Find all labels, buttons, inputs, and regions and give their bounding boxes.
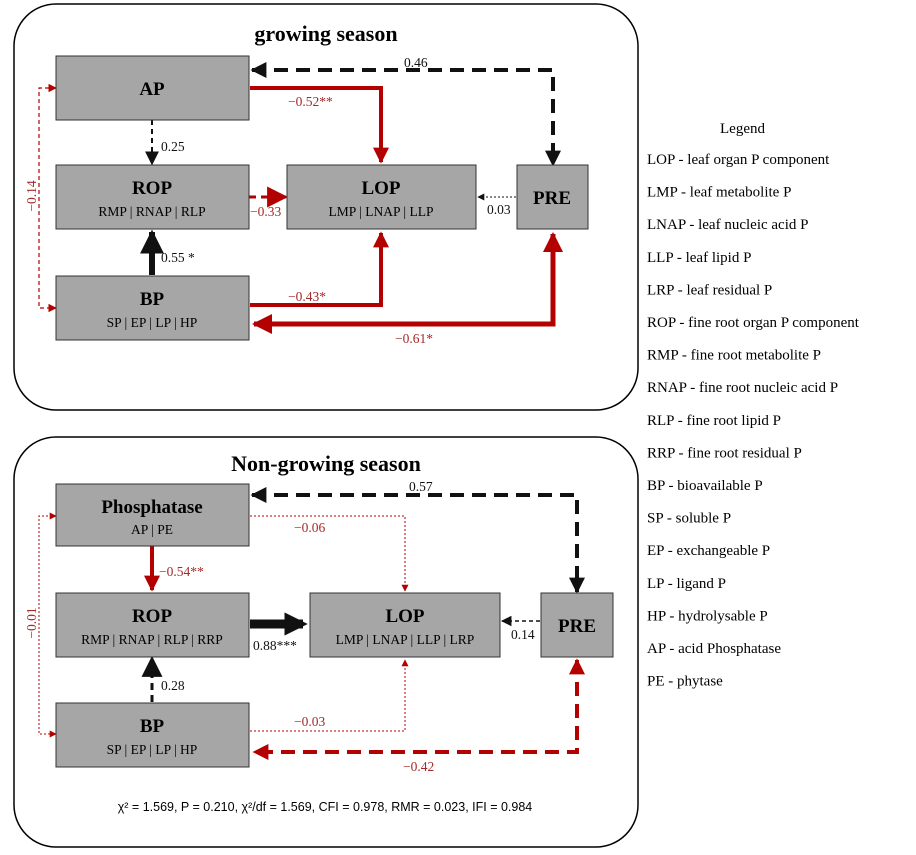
box-pre: PRE <box>540 592 614 658</box>
label-bp-rop: 0.28 <box>161 678 185 693</box>
panel-frame <box>13 3 639 411</box>
box-pre-title: PRE <box>533 188 571 209</box>
label-bp-lop: −0.43* <box>288 289 326 304</box>
label-ap-bp: −0.14 <box>24 180 39 211</box>
arrow-phosphatase-lop <box>250 515 409 592</box>
legend-item: RLP - fine root lipid P <box>647 413 781 429</box>
legend-item: RMP - fine root metabolite P <box>647 348 821 364</box>
legend-item: ROP - fine root organ P component <box>647 315 860 331</box>
box-pre-title: PRE <box>558 616 596 637</box>
legend-item: LRP - leaf residual P <box>647 282 772 298</box>
box-rop-title: ROP <box>132 178 173 199</box>
label-bp-rop: 0.55 * <box>161 250 195 265</box>
box-rop: ROP RMP | RNAP | RLP <box>55 164 250 230</box>
box-rop: ROP RMP | RNAP | RLP | RRP <box>55 592 250 658</box>
legend-item: HP - hydrolysable P <box>647 608 768 624</box>
legend-item: RRP - fine root residual P <box>647 445 802 461</box>
legend-item: LMP - leaf metabolite P <box>647 185 791 201</box>
legend-item: BP - bioavailable P <box>647 478 763 494</box>
box-phosphatase: Phosphatase AP | PE <box>55 483 250 547</box>
legend-item: SP - soluble P <box>647 511 731 527</box>
box-rop-sub: RMP | RNAP | RLP | RRP <box>81 632 223 647</box>
box-bp-title: BP <box>140 289 165 310</box>
arrow-bp-lop <box>250 659 409 732</box>
label-ap-rop: 0.25 <box>161 139 185 154</box>
box-lop-sub: LMP | LNAP | LLP <box>329 204 434 219</box>
legend-item: LLP - leaf lipid P <box>647 250 751 266</box>
label-bp-lop: −0.03 <box>294 714 325 729</box>
panel-title: growing season <box>254 21 397 46</box>
box-lop: LOP LMP | LNAP | LLP <box>286 164 477 230</box>
box-bp-sub: SP | EP | LP | HP <box>107 742 198 757</box>
nongrowing-season-panel: Non-growing season Phosphatase AP | PE R… <box>13 436 639 848</box>
box-lop-sub: LMP | LNAP | LLP | LRP <box>336 632 475 647</box>
box-phosphatase-title: Phosphatase <box>101 497 202 518</box>
model-fit-statistics: χ² = 1.569, P = 0.210, χ²/df = 1.569, CF… <box>118 800 533 814</box>
label-pre-phosphatase: 0.57 <box>409 479 433 494</box>
panel-frame <box>13 436 639 848</box>
legend-item: PE - phytase <box>647 674 723 690</box>
label-pre-lop: 0.14 <box>511 627 535 642</box>
arrow-pre-ap <box>250 62 561 167</box>
box-bp: BP SP | EP | LP | HP <box>55 702 250 768</box>
box-lop: LOP LMP | LNAP | LLP | LRP <box>309 592 501 658</box>
box-lop-title: LOP <box>361 178 400 199</box>
label-rop-lop: 0.88*** <box>253 638 297 653</box>
label-ap-lop: −0.52** <box>288 94 333 109</box>
arrow-pre-bp <box>252 658 585 760</box>
arrow-phosphatase-bp <box>38 512 57 738</box>
arrow-pre-bp <box>252 232 563 334</box>
arrow-pre-phosphatase <box>250 487 585 594</box>
box-bp: BP SP | EP | LP | HP <box>55 275 250 341</box>
box-lop-title: LOP <box>385 606 424 627</box>
box-rop-title: ROP <box>132 606 173 627</box>
arrow-ap-bp <box>38 83 57 313</box>
box-bp-sub: SP | EP | LP | HP <box>107 315 198 330</box>
label-pre-bp: −0.42 <box>403 759 434 774</box>
box-ap: AP <box>55 55 250 121</box>
label-pre-bp: −0.61* <box>395 331 433 346</box>
label-phosphatase-rop: −0.54** <box>159 564 204 579</box>
legend-item: AP - acid Phosphatase <box>647 641 781 657</box>
legend-item: LP - ligand P <box>647 576 726 592</box>
label-rop-lop: −0.33 <box>250 204 281 219</box>
box-pre: PRE <box>516 164 589 230</box>
growing-season-panel: growing season AP ROP RMP | RNAP | RLP <box>13 3 639 411</box>
label-phosphatase-lop: −0.06 <box>294 520 325 535</box>
box-ap-title: AP <box>139 79 165 100</box>
label-pre-ap: 0.46 <box>404 55 428 70</box>
label-phosphatase-bp: −0.01 <box>24 607 39 638</box>
box-bp-title: BP <box>140 716 165 737</box>
box-phosphatase-sub: AP | PE <box>131 522 173 537</box>
label-pre-lop: 0.03 <box>487 202 511 217</box>
box-rop-sub: RMP | RNAP | RLP <box>98 204 205 219</box>
legend-item: LNAP - leaf nucleic acid P <box>647 217 808 233</box>
arrow-ap-lop <box>250 86 389 164</box>
panel-title: Non-growing season <box>231 451 421 476</box>
legend-item: LOP - leaf organ P component <box>647 152 830 168</box>
legend-item: RNAP - fine root nucleic acid P <box>647 380 838 396</box>
legend-title: Legend <box>720 121 765 137</box>
legend-item: EP - exchangeable P <box>647 543 770 559</box>
